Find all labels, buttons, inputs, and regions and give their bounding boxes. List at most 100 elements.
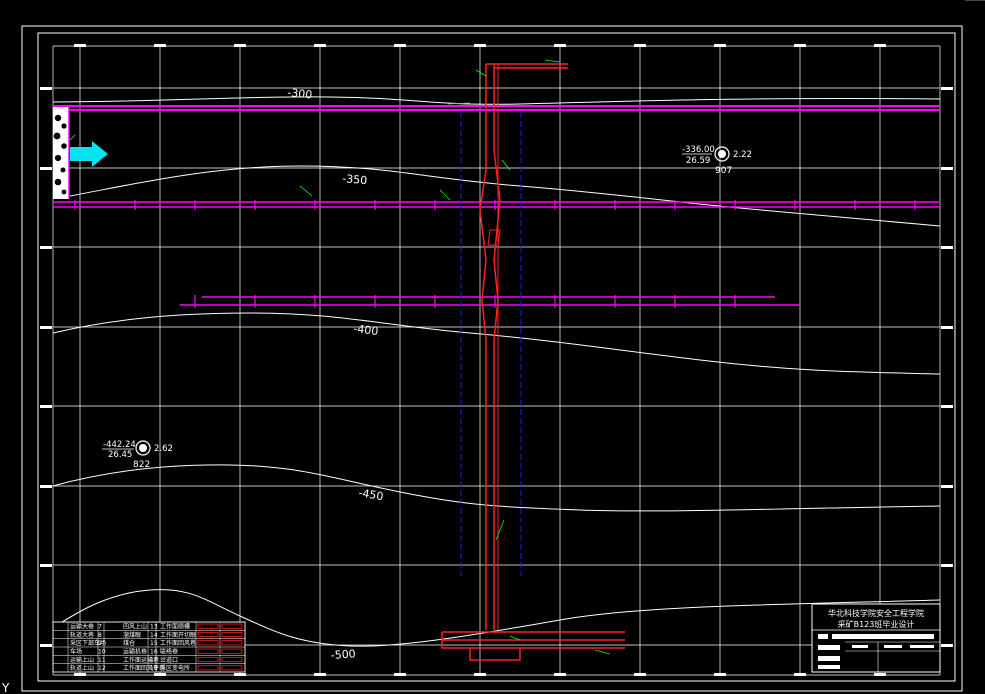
legend-cell: 7: [98, 624, 102, 631]
grid-tick-bottom-10: [874, 673, 886, 676]
legend-swatch: [197, 623, 219, 629]
dashed-boundary-lines: [460, 112, 522, 576]
legend-swatch: [197, 665, 219, 671]
contour-line-400: [52, 312, 941, 375]
legend-cell: 16: [150, 649, 158, 656]
grid-tick-top-7: [634, 44, 646, 47]
legend-cell: 回风上山: [123, 623, 147, 631]
legend-cell: 溜煤眼: [123, 631, 141, 639]
legend-cell: 15: [150, 640, 158, 647]
legend-cell: 14: [150, 632, 158, 639]
legend-cell: 运输大巷: [70, 623, 94, 631]
legend-cell: 运输上山: [70, 656, 94, 664]
working-face-roadway-400: [180, 295, 800, 308]
grid-tick-left-6: [40, 564, 52, 567]
contour-line-350: [69, 165, 941, 227]
grid-tick-top-2: [234, 44, 246, 47]
coal-pillar-block: [53, 107, 70, 199]
contour-label-300: -300: [287, 86, 313, 102]
legend-cell: 17: [150, 657, 158, 664]
legend-swatch: [221, 623, 243, 629]
coordinate-grid: [40, 44, 953, 676]
borehole-1-elevation: -336.00: [682, 145, 715, 155]
airflow-arrow-icon: [70, 141, 108, 167]
title-block-school: 华北科技学院安全工程学院: [828, 608, 924, 618]
borehole-1-number: 907: [715, 166, 732, 176]
contour-label-450: -450: [357, 486, 384, 503]
legend-cell: 8: [98, 632, 102, 639]
borehole-2-side-value: 2.62: [154, 444, 173, 454]
grid-tick-left-4: [40, 405, 52, 408]
haulage-roadway-upper: [53, 105, 940, 111]
grid-tick-left-7: [40, 644, 52, 647]
legend-swatch: [197, 640, 219, 646]
grid-tick-bottom-9: [794, 673, 806, 676]
grid-tick-left-2: [40, 246, 52, 249]
contour-label-350: -350: [342, 172, 368, 187]
legend-swatch: [197, 656, 219, 663]
legend-cell: 联络巷: [160, 648, 178, 656]
grid-tick-right-3: [941, 326, 953, 329]
legend-cell: 工作面回风巷: [160, 639, 196, 647]
grid-tick-top-6: [554, 44, 566, 47]
grid-tick-bottom-3: [314, 673, 326, 676]
grid-tick-top-9: [794, 44, 806, 47]
grid-tick-left-1: [40, 167, 52, 170]
green-annotations: [69, 59, 611, 655]
shaft-top-cap: [486, 63, 568, 69]
legend-cell: 11: [98, 657, 106, 664]
grid-tick-left-5: [40, 485, 52, 488]
grid-tick-right-0: [941, 87, 953, 90]
grid-tick-right-1: [941, 167, 953, 170]
grid-tick-top-1: [154, 44, 166, 47]
grid-tick-top-4: [394, 44, 406, 47]
outer-frame: [21, 25, 963, 692]
legend-cell: 岔道口: [160, 656, 178, 664]
grid-tick-bottom-7: [634, 673, 646, 676]
grid-tick-bottom-1: [154, 673, 166, 676]
borehole-2-thickness: 26.45: [108, 450, 132, 460]
legend-swatch: [197, 631, 219, 638]
legend-cell: 18: [150, 665, 158, 672]
working-face-roadway-350: [53, 200, 940, 210]
legend-cell: 13: [150, 624, 158, 631]
legend-cell: 采区下部车场: [70, 639, 106, 647]
legend-cell: 运输机巷: [123, 648, 147, 656]
legend-swatch: [221, 640, 243, 646]
borehole-marker-1[interactable]: -336.00 26.59 2.22 907: [682, 145, 752, 176]
grid-tick-bottom-4: [394, 673, 406, 676]
grid-tick-left-0: [40, 87, 52, 90]
grid-tick-bottom-2: [234, 673, 246, 676]
legend-cell: 10: [98, 649, 106, 656]
borehole-1-thickness: 26.59: [686, 156, 710, 166]
legend-cell: 工作面回风平巷: [123, 664, 165, 672]
grid-tick-top-0: [74, 44, 86, 47]
legend-cell: 12: [98, 665, 106, 672]
title-block-project: 采矿B123班毕业设计: [838, 619, 915, 629]
legend-swatch: [221, 648, 243, 654]
grid-tick-right-6: [941, 564, 953, 567]
grid-tick-top-5: [474, 44, 486, 47]
contour-label-400: -400: [353, 322, 379, 338]
grid-tick-right-5: [941, 485, 953, 488]
ucs-y-axis-icon: Y: [1, 681, 10, 694]
contour-line-500: [52, 589, 941, 647]
legend-cell: 轨道大巷: [70, 631, 94, 639]
borehole-marker-2[interactable]: -442.24 26.45 2.62 822: [102, 440, 173, 470]
borehole-1-side-value: 2.22: [733, 150, 752, 160]
grid-tick-top-3: [314, 44, 326, 47]
borehole-2-number: 822: [133, 460, 150, 470]
legend-cell: 煤仓: [123, 639, 135, 647]
grid-tick-right-2: [941, 246, 953, 249]
legend-cell: 工作面开切眼: [160, 631, 196, 639]
roadways: [53, 105, 940, 308]
grid-tick-bottom-0: [74, 673, 86, 676]
shaft-mid-branch: [487, 229, 501, 246]
grid-tick-bottom-6: [554, 673, 566, 676]
legend-cell: 9: [98, 640, 102, 647]
legend-cell: 工作面顺槽: [160, 623, 190, 631]
legend-cell: 车场: [70, 648, 82, 656]
legend-swatch: [221, 665, 243, 671]
